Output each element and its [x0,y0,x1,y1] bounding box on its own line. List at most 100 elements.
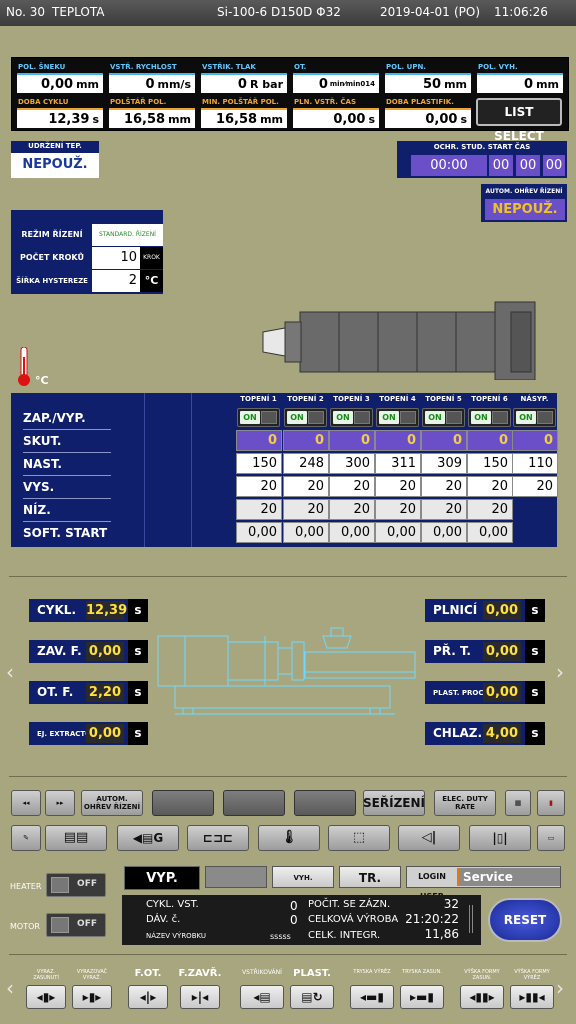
blank-button-3[interactable] [294,790,356,816]
ochr-hour[interactable]: 00 [516,155,540,176]
zone-cell-nast[interactable]: 150 [467,453,513,474]
mold-open-action-button[interactable]: ◂|▸ [128,985,168,1009]
book-icon: ▤▤ [63,830,89,845]
zone-cell-nast[interactable]: 311 [375,453,421,474]
serizeni-button[interactable]: SEŘÍZENÍ [363,790,425,816]
heater-toggle[interactable]: OFF [46,873,106,897]
exit-button[interactable]: ▮ [537,790,565,816]
zone-cell-vys[interactable]: 20 [283,476,329,497]
zone-cell-soft[interactable]: 0,00 [283,522,329,543]
zone-cell-niz[interactable]: 20 [283,499,329,520]
rewind-button[interactable]: ◂◂ [11,790,41,816]
zone-cell-skut: 0 [329,430,375,451]
scroll-handle[interactable] [469,905,473,933]
zone-cell-soft[interactable]: 0,00 [467,522,513,543]
motor-toggle[interactable]: OFF [46,913,106,937]
zone-onoff-toggle[interactable]: ON [376,408,419,427]
forward-button[interactable]: ▸▸ [45,790,75,816]
mold-height-advance-button[interactable]: ▸▮▮◂ [510,985,554,1009]
elec-duty-rate-button[interactable]: ELEC. DUTY RATE [434,790,496,816]
ejector-forward-icon: ▸▮▸ [82,990,102,1004]
zone-cell-soft[interactable]: 0,00 [375,522,421,543]
zone-cell-nast[interactable]: 300 [329,453,375,474]
zone-onoff-toggle[interactable]: ON [422,408,465,427]
sirka-hystereze-value[interactable]: 2 [92,270,140,292]
zone-cell-niz[interactable]: 20 [467,499,513,520]
zone-cell-nast[interactable]: 248 [283,453,329,474]
zone-cell-nast[interactable]: 309 [421,453,467,474]
reset-button[interactable]: RESET [488,898,562,942]
autom-ohrev-button[interactable]: AUTOM. OHŘEV ŘÍZENÍ [81,790,143,816]
zone-cell-vys[interactable]: 20 [421,476,467,497]
injection-button[interactable]: ◂▤ [240,985,284,1009]
ejector-button[interactable]: |▯| [469,825,531,851]
window-button[interactable]: ▭ [537,825,565,851]
zone-onoff-toggle[interactable]: ON [237,408,280,427]
pocet-kroku-value[interactable]: 10 [92,247,140,269]
nozzle-forward-button[interactable]: ▸▬▮ [400,985,444,1009]
blank-button-1[interactable] [152,790,214,816]
nozzle-back-button[interactable]: ◂▬▮ [350,985,394,1009]
zone-cell-nast[interactable]: 150 [236,453,282,474]
zone-cell-nast[interactable]: 110 [512,453,558,474]
nozzle-button[interactable]: ◁| [398,825,460,851]
zone-cell-vys[interactable]: 20 [329,476,375,497]
plasticizing-button[interactable]: ▤↻ [290,985,334,1009]
list-select-button[interactable]: LIST SELECT [476,98,562,143]
zone-cell-vys[interactable]: 20 [236,476,282,497]
ejector-forward-button[interactable]: ▸▮▸ [72,985,112,1009]
zone-cell-niz[interactable]: 20 [421,499,467,520]
zone-onoff-toggle[interactable]: ON [468,408,511,427]
grid-button[interactable]: ▦ [505,790,531,816]
mold-height-retract-button[interactable]: ◂▮▮▸ [460,985,504,1009]
grid-icon: ▦ [514,799,522,807]
bottom-chevron-right-icon[interactable]: › [556,976,564,1000]
zone-cell-vys[interactable]: 20 [375,476,421,497]
weekday: (PO) [454,5,481,19]
zone-cell-soft[interactable]: 0,00 [421,522,467,543]
mold-open-button[interactable]: ⊏⊐⊏ [187,825,249,851]
ochr-time[interactable]: 00:00 [411,155,487,176]
thermometer-icon [18,347,30,386]
login-user[interactable]: LOGIN USER Service [406,866,561,901]
zone-cell-soft[interactable]: 0,00 [236,522,282,543]
zone-onoff-toggle[interactable]: ON [330,408,373,427]
ochr-minute[interactable]: 00 [543,155,565,176]
rezim-rizeni-value[interactable]: STANDARD. ŘÍZENÍ [92,224,163,246]
ochr-day[interactable]: 00 [489,155,513,176]
temperature-button[interactable]: 🌡 [258,825,320,851]
zone-cell-skut: 0 [236,430,282,451]
blank-button-2[interactable] [223,790,285,816]
autom-ohrev-rizeni[interactable]: AUTOM. OHŘEV ŘÍZENÍ NEPOUŽ. [481,184,567,222]
edit-button[interactable]: ✎ [11,825,41,851]
control-settings: REŽIM ŘÍZENÍ STANDARD. ŘÍZENÍ POČET KROK… [11,210,163,294]
zone-cell-vys[interactable]: 20 [512,476,558,497]
mold-close-arrow-icon: ▸|◂ [191,990,209,1004]
mold-g-button[interactable]: ◀▤G [117,825,179,851]
screw-rotate-icon: ▤↻ [301,990,323,1004]
cube-button[interactable]: ⬚ [328,825,390,851]
chevron-left-icon[interactable]: ‹ [6,660,14,684]
zone-onoff-toggle[interactable]: ON [513,408,556,427]
book-button[interactable]: ▤▤ [45,825,107,851]
zone-cell-vys[interactable]: 20 [467,476,513,497]
zone-onoff-toggle[interactable]: ON [284,408,327,427]
zone-cell-soft[interactable]: 0,00 [329,522,375,543]
zone-cell-niz[interactable]: 20 [329,499,375,520]
udrzeni-tep[interactable]: UDRŽENÍ TEP. NEPOUŽ. [11,141,99,178]
zone-header: TOPENÍ 1 [240,395,277,403]
chevron-right-icon[interactable]: › [556,660,564,684]
bottom-chevron-left-icon[interactable]: ‹ [6,976,14,1000]
zone-cell-niz[interactable]: 20 [236,499,282,520]
ejector-retract-button[interactable]: ◂▮▸ [26,985,66,1009]
nozzle-back-icon: ◂▬▮ [360,990,384,1004]
status-blank [205,866,267,888]
mold-close-action-button[interactable]: ▸|◂ [180,985,220,1009]
zone-cell-niz[interactable]: 20 [375,499,421,520]
